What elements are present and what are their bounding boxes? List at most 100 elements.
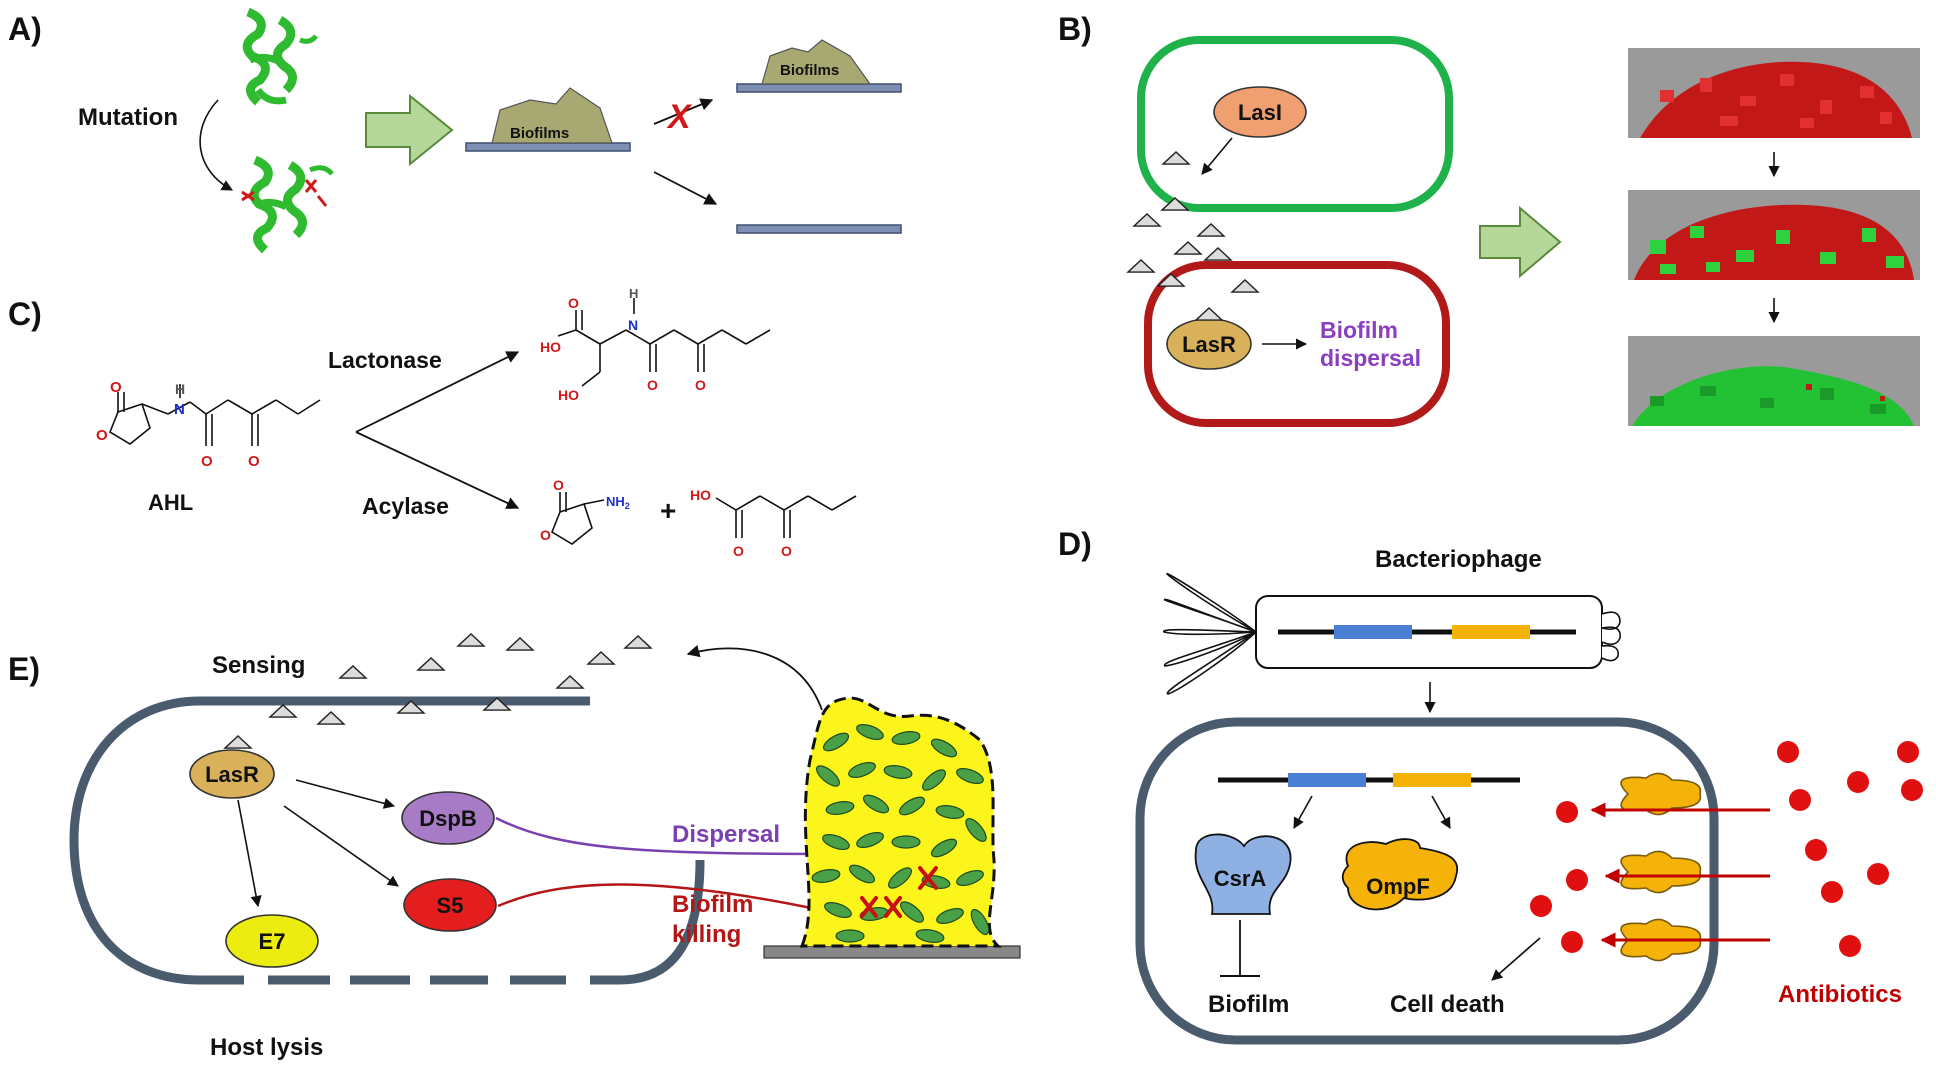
lasi-label: LasI	[1238, 100, 1282, 125]
lactonase-arrow	[355, 351, 520, 433]
biofilm-label-d: Biofilm	[1208, 991, 1289, 1018]
antibiotics-label: Antibiotics	[1778, 981, 1902, 1008]
sensing-label: Sensing	[212, 652, 305, 679]
signal-release-arrow	[686, 644, 823, 711]
lactonase-atom-keto-o: O	[695, 377, 706, 393]
csra-gene	[1288, 773, 1366, 787]
acid-atom-o: O	[733, 543, 744, 559]
acylase-label: Acylase	[362, 493, 449, 519]
antibiotic-molecules	[1530, 741, 1923, 957]
lactonase-atom-amide-o: O	[647, 377, 658, 393]
panel-c: C) O O N H O O AHL Lactonase	[8, 286, 857, 559]
block-arrow-a	[365, 93, 454, 167]
engineered-cell-membrane	[69, 696, 705, 985]
lasi-arrow	[1201, 137, 1233, 175]
surface-slab-clean	[736, 224, 902, 234]
ahl-atom-h: H	[175, 381, 185, 397]
dispersal-label-e: Dispersal	[672, 821, 780, 848]
blocked-x-mark: X	[666, 98, 693, 136]
lactonase-atom-h: H	[629, 286, 638, 301]
dispersal-label-line1: Biofilm	[1320, 317, 1398, 343]
ompf-expression-arrow	[1431, 795, 1451, 829]
lactonase-product	[557, 298, 771, 387]
ahl-atom-keto-o: O	[248, 453, 260, 470]
lasr-to-s5-arrow	[283, 805, 399, 887]
lasr-protein-e	[189, 749, 275, 799]
ompf-protein	[1341, 838, 1459, 911]
s5-label: S5	[437, 893, 464, 918]
acylase-arrow	[355, 431, 520, 509]
e7-protein	[225, 914, 319, 968]
ahl-label: AHL	[148, 490, 193, 515]
biofilm-mound-2	[761, 39, 872, 85]
biofilm-label-1: Biofilms	[510, 125, 569, 142]
mutation-label: Mutation	[78, 104, 178, 131]
lasr-label-b: LasR	[1182, 332, 1236, 357]
lasr-to-dspb-arrow	[295, 779, 396, 809]
bacteriophage	[1163, 572, 1621, 695]
dispersal-label-line2: dispersal	[1320, 345, 1421, 371]
panel-b: B) LasI LasR Biofilm dispersal	[1058, 11, 1920, 427]
dispersal-arrow	[495, 816, 848, 862]
lasr-label-e: LasR	[205, 762, 259, 787]
panel-e: E) Sensing Host lysis LasR	[8, 633, 1021, 1061]
ahl-atom-n: N	[174, 401, 185, 418]
panel-label-a: A)	[8, 11, 42, 47]
block-arrow-b	[1479, 205, 1562, 279]
surface-slab-1	[465, 142, 631, 152]
panel-label-c: C)	[8, 296, 42, 332]
lasi-protein	[1213, 86, 1307, 138]
mutation-arrow	[199, 99, 233, 191]
killing-label-line2: killing	[672, 921, 741, 948]
acid-atom-ho: HO	[690, 487, 711, 503]
acid-atom-keto-o: O	[781, 543, 792, 559]
lactone-atom-ring-o: O	[540, 527, 551, 543]
bacteriophage-label: Bacteriophage	[1375, 546, 1542, 573]
lactone-atom-nh2: NH2	[606, 494, 630, 511]
cell-death-label: Cell death	[1390, 991, 1505, 1018]
lasr-to-e7-arrow	[237, 799, 262, 908]
porin-channels	[1620, 772, 1702, 962]
e7-label: E7	[259, 929, 286, 954]
biofilm-killing-marks	[860, 866, 938, 918]
microscopy-image-red	[1628, 48, 1920, 138]
biofilm-substrate	[763, 945, 1021, 959]
protein-structure-mutant	[241, 155, 334, 254]
ompf-label: OmpF	[1366, 874, 1430, 899]
panel-label-d: D)	[1058, 526, 1092, 562]
host-lysis-label: Host lysis	[210, 1034, 323, 1061]
csra-expression-arrow	[1293, 795, 1313, 829]
panel-label-b: B)	[1058, 11, 1092, 47]
biofilm-label-2: Biofilms	[780, 62, 839, 79]
protein-structure-wildtype	[242, 7, 318, 106]
panel-label-e: E)	[8, 651, 40, 687]
clear-arrow	[653, 171, 718, 205]
ahl-atom-amide-o: O	[201, 453, 213, 470]
dspb-protein	[401, 791, 495, 845]
surface-slab-2	[736, 83, 902, 93]
killing-arrow	[497, 883, 868, 925]
s5-protein	[403, 878, 497, 932]
lactonase-label: Lactonase	[328, 347, 442, 373]
acylase-product-acid	[715, 495, 857, 538]
lactone-atom-o: O	[553, 477, 564, 493]
panel-a: A) Mutation Biofilms X	[8, 7, 902, 254]
csra-protein	[1194, 833, 1292, 915]
ahl-atom-ring-o: O	[96, 427, 108, 444]
lactonase-atom-n: N	[628, 317, 638, 333]
lactonase-atom-o: O	[568, 295, 579, 311]
csra-label: CsrA	[1214, 866, 1267, 891]
blocked-arrow	[653, 98, 714, 125]
ahl-atom-carbonyl-o: O	[110, 379, 122, 396]
ompf-gene	[1393, 773, 1471, 787]
panel-d: D) Bacteriophage CsrA	[1058, 526, 1923, 1045]
plus-sign: +	[660, 495, 676, 526]
killing-label-line1: Biofilm	[672, 891, 753, 918]
dspb-label: DspB	[419, 806, 476, 831]
microscopy-image-green	[1628, 336, 1920, 426]
cell-death-arrow	[1491, 937, 1541, 981]
microscopy-image-mixed	[1628, 190, 1920, 280]
lactonase-atom-ho-alcohol: HO	[558, 387, 579, 403]
acylase-product-lactone	[551, 492, 605, 545]
